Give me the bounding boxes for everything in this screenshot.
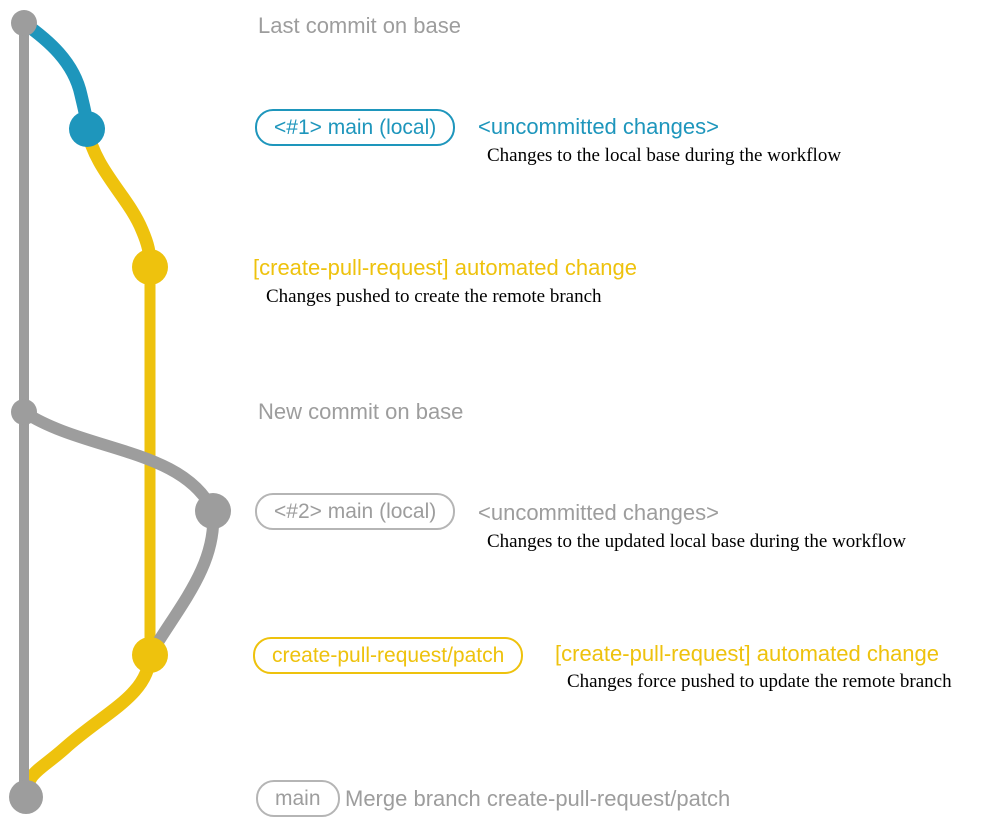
commit-node-merge <box>9 780 43 814</box>
automated-change-note-2: Changes force pushed to update the remot… <box>567 671 952 692</box>
local-branch-2-curve-out <box>18 406 219 517</box>
pr-branch-merge-curve <box>19 648 157 804</box>
uncommitted-changes-title-1: <uncommitted changes> <box>478 114 719 139</box>
uncommitted-changes-note-1: Changes to the local base during the wor… <box>487 145 842 166</box>
local-branch-1-curve <box>17 16 94 136</box>
commit-node-last-base <box>11 10 37 36</box>
last-commit-caption: Last commit on base <box>258 13 461 38</box>
branch-badge-main-local-1: <#1> main (local) <box>255 109 456 146</box>
branch-badge-main: main <box>256 780 340 817</box>
commit-node-uncommitted-1 <box>69 111 105 147</box>
commit-node-uncommitted-2 <box>195 493 231 529</box>
local-branch-2-curve-in <box>144 505 220 661</box>
branch-badge-main-local-2: <#2> main (local) <box>255 493 456 530</box>
commit-node-pr-1 <box>132 249 168 285</box>
new-commit-caption: New commit on base <box>258 399 464 424</box>
commit-node-new-base <box>11 399 37 425</box>
uncommitted-changes-note-2: Changes to the updated local base during… <box>487 531 906 552</box>
automated-change-title-2: [create-pull-request] automated change <box>555 641 940 666</box>
merge-commit-caption: Merge branch create-pull-request/patch <box>345 786 731 811</box>
pr-branch-create-curve <box>80 122 157 274</box>
commit-node-pr-2 <box>132 637 168 673</box>
automated-change-note-1: Changes pushed to create the remote bran… <box>266 286 602 307</box>
commit-graph <box>9 10 231 814</box>
branch-badge-pr-patch: create-pull-request/patch <box>253 637 524 674</box>
automated-change-title-1: [create-pull-request] automated change <box>253 255 638 280</box>
uncommitted-changes-title-2: <uncommitted changes> <box>478 500 719 525</box>
